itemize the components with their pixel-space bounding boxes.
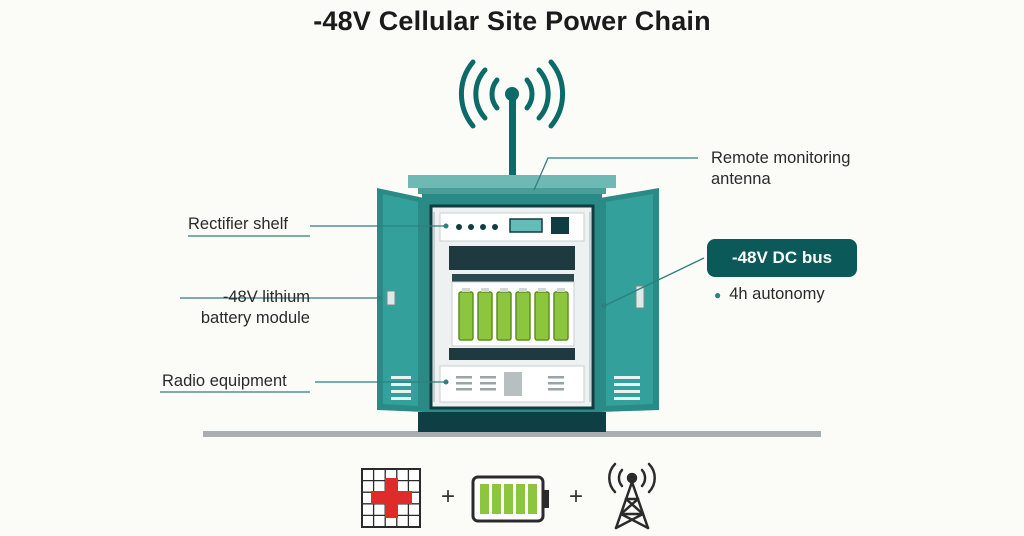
leader-antenna bbox=[533, 157, 698, 191]
dc-bus-badge: -48V DC bus bbox=[707, 239, 857, 277]
autonomy-text: 4h autonomy bbox=[729, 285, 825, 303]
label-battery-module: -48V lithium battery module bbox=[200, 288, 310, 327]
battery-module bbox=[451, 281, 575, 347]
cabinet-base bbox=[418, 412, 606, 432]
antenna-icon bbox=[458, 59, 566, 175]
grid-power-icon bbox=[361, 468, 421, 528]
label-remote-monitoring-antenna: Remote monitoring antenna bbox=[711, 149, 851, 188]
battery-icon bbox=[471, 475, 549, 523]
cabinet-roof bbox=[408, 175, 616, 188]
radio-equipment bbox=[439, 365, 585, 403]
label-rectifier-shelf: Rectifier shelf bbox=[188, 215, 288, 233]
ground-line bbox=[203, 431, 821, 437]
plus-sign-1: + bbox=[441, 483, 456, 510]
rectifier-shelf bbox=[439, 212, 585, 242]
right-door bbox=[600, 188, 659, 412]
cell-tower-icon bbox=[608, 462, 656, 530]
plus-sign-2: + bbox=[569, 483, 584, 510]
autonomy-bullet: ● 4h autonomy bbox=[714, 285, 825, 304]
page-title: -48V Cellular Site Power Chain bbox=[313, 6, 711, 36]
bullet-dot-icon: ● bbox=[714, 288, 722, 302]
leader-dc-bus bbox=[603, 257, 705, 307]
label-radio-equipment: Radio equipment bbox=[162, 372, 287, 390]
left-door bbox=[377, 188, 424, 412]
